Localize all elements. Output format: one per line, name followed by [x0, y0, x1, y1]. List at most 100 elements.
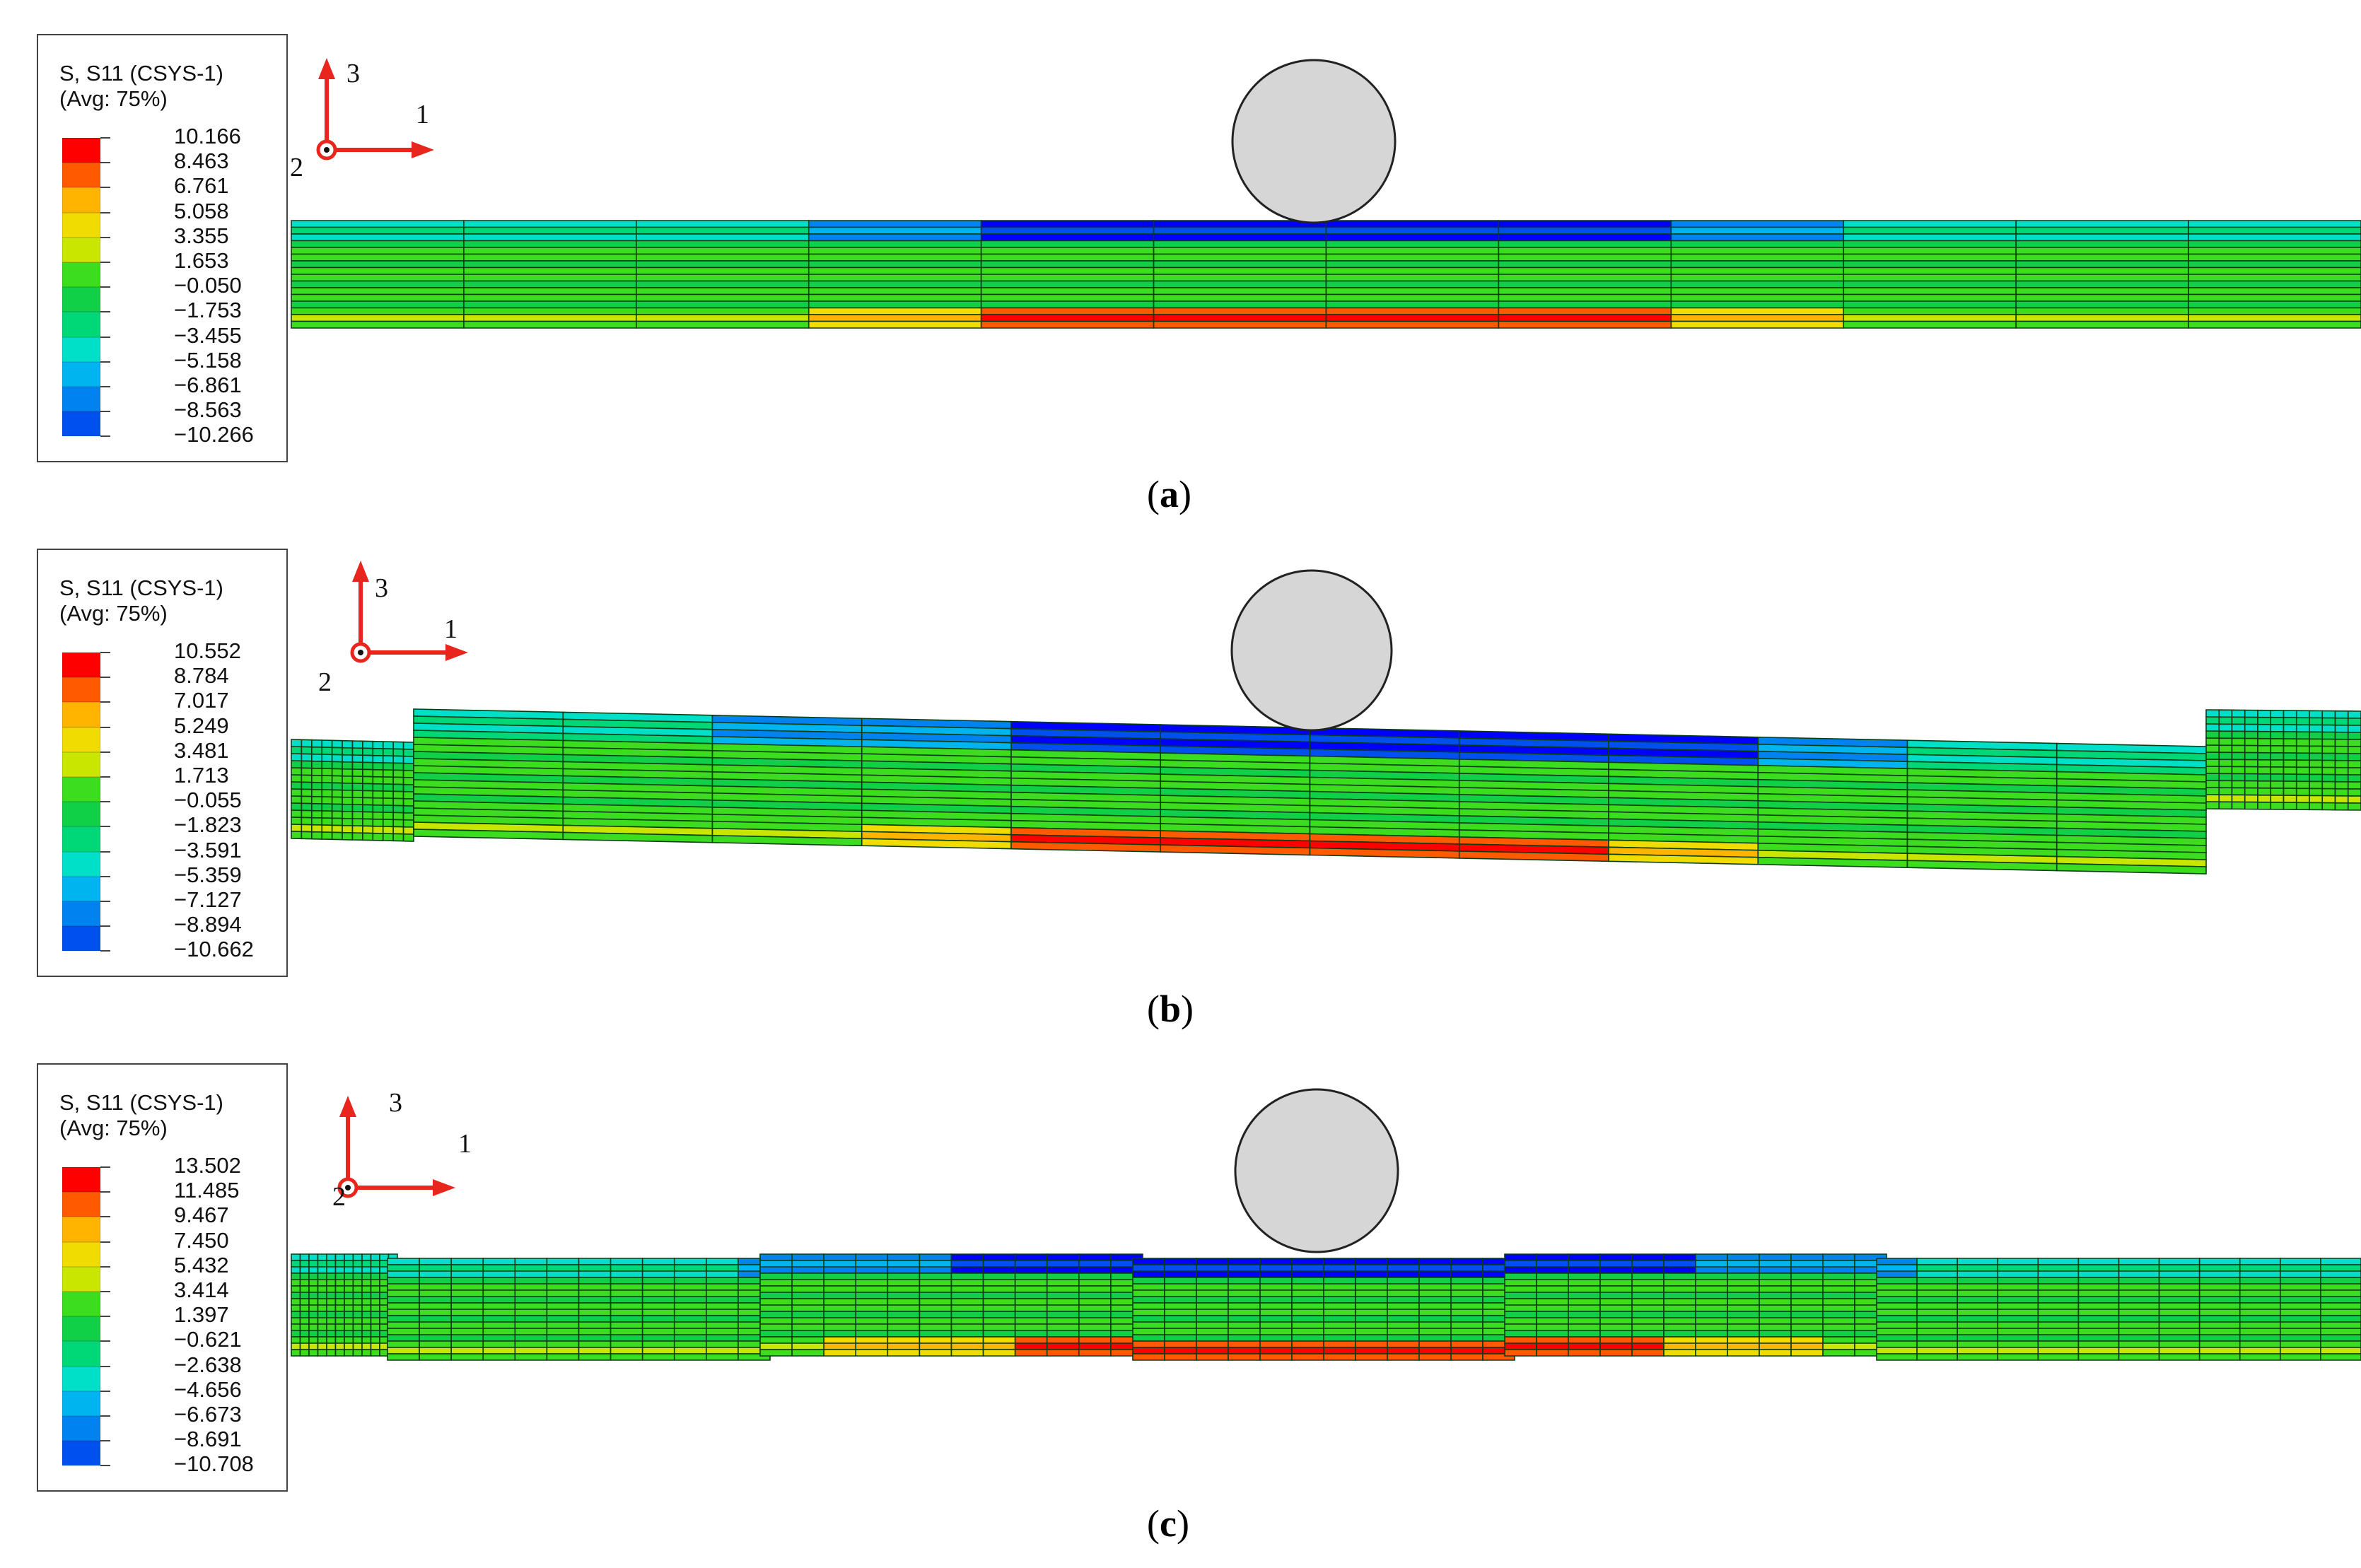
laminate-layer [1450, 1309, 1483, 1316]
legend-tick [100, 1365, 110, 1367]
laminate-layer [823, 1311, 857, 1318]
laminate-layer [1822, 1336, 1855, 1344]
laminate-layer [982, 1260, 1016, 1268]
laminate-layer [1132, 1347, 1165, 1355]
laminate-layer [2347, 774, 2361, 783]
laminate-layer [1727, 1330, 1760, 1338]
laminate-layer [2244, 709, 2258, 718]
laminate-layer [2239, 1296, 2281, 1304]
laminate-layer [1498, 260, 1672, 269]
laminate-layer [463, 287, 637, 296]
laminate-layer [361, 1279, 372, 1287]
laminate-layer [1153, 267, 1327, 275]
laminate-layer [2321, 752, 2336, 761]
laminate-layer [1323, 1309, 1356, 1316]
laminate-layer [419, 1340, 452, 1348]
laminate-layer [2077, 1353, 2120, 1361]
laminate-layer [1355, 1264, 1388, 1272]
laminate-layer [1323, 1340, 1356, 1348]
laminate-layer [2347, 725, 2361, 733]
laminate-layer [1164, 1270, 1197, 1278]
laminate-layer [823, 1285, 857, 1293]
laminate-layer [514, 1353, 548, 1361]
laminate-layer [808, 314, 982, 322]
laminate-layer [291, 1336, 301, 1344]
laminate-layer [291, 1323, 301, 1331]
laminate-layer [1259, 1289, 1293, 1297]
laminate-layer [2198, 1347, 2241, 1355]
laminate-layer [808, 274, 982, 282]
laminate-layer [1323, 1315, 1356, 1323]
laminate-layer [2280, 1334, 2321, 1342]
laminate-layer [514, 1277, 548, 1285]
laminate-layer [1663, 1349, 1696, 1357]
laminate-layer [1228, 1258, 1261, 1265]
laminate-layer [641, 1347, 675, 1355]
legend-tick [100, 1166, 110, 1168]
laminate-layer [372, 740, 384, 749]
laminate-layer [2037, 1289, 2080, 1297]
laminate-layer [2283, 717, 2297, 725]
laminate-layer [2280, 1347, 2321, 1355]
laminate-layer [791, 1311, 824, 1318]
laminate-layer [372, 776, 384, 785]
laminate-layer [2188, 253, 2361, 262]
laminate-layer [1916, 1258, 1958, 1265]
laminate-layer [326, 1272, 337, 1280]
laminate-layer [326, 1336, 337, 1344]
laminate-layer [808, 300, 982, 309]
laminate-layer [1196, 1302, 1229, 1310]
laminate-layer [2218, 773, 2233, 782]
laminate-layer [1014, 1336, 1048, 1344]
laminate-layer [344, 1317, 354, 1325]
laminate-layer [1631, 1304, 1665, 1312]
laminate-layer [673, 1321, 707, 1329]
laminate-layer [1631, 1311, 1665, 1318]
laminate-layer [392, 762, 404, 771]
laminate-layer [1418, 1334, 1452, 1342]
laminate-layer [1259, 1264, 1293, 1272]
laminate-layer [1450, 1289, 1483, 1297]
legend-color-swatch [62, 1316, 100, 1342]
legend-color-swatch [62, 802, 100, 827]
laminate-layer [980, 253, 1155, 262]
laminate-layer [2015, 220, 2189, 228]
laminate-layer [361, 1292, 372, 1299]
laminate-layer [291, 220, 465, 228]
laminate-layer [2118, 1328, 2160, 1335]
legend-value: 3.481 [174, 737, 229, 763]
laminate-layer [1504, 1323, 1537, 1331]
laminate-layer [578, 1270, 612, 1278]
laminate-layer [2270, 773, 2285, 782]
legend-tick [100, 677, 110, 679]
laminate-layer [463, 293, 637, 302]
laminate-layer [1504, 1330, 1537, 1338]
laminate-layer [1078, 1349, 1112, 1357]
laminate-layer [351, 776, 363, 785]
laminate-layer [2015, 247, 2189, 255]
laminate-layer [1843, 314, 2017, 322]
laminate-layer [1790, 1260, 1824, 1268]
legend-value: −4.656 [174, 1376, 242, 1402]
laminate-layer [1727, 1253, 1760, 1261]
laminate-layer [610, 1296, 643, 1304]
laminate-layer [362, 761, 374, 771]
laminate-layer [2309, 745, 2324, 754]
laminate-layer [291, 1330, 301, 1338]
axis-label-1: 1 [458, 1129, 472, 1159]
laminate-layer [334, 1317, 345, 1325]
laminate-layer [1291, 1353, 1324, 1361]
laminate-layer [2231, 730, 2246, 739]
laminate-layer [1876, 1258, 1918, 1265]
laminate-layer [1291, 1309, 1324, 1316]
laminate-layer [362, 783, 374, 792]
laminate-layer [317, 1349, 327, 1357]
laminate-layer [982, 1298, 1016, 1306]
laminate-layer [855, 1349, 889, 1357]
laminate-layer [450, 1264, 484, 1272]
laminate-layer [2077, 1347, 2120, 1355]
laminate-layer [2280, 1353, 2321, 1361]
laminate-layer [1759, 1311, 1792, 1318]
laminate-layer [2188, 320, 2361, 329]
laminate-layer [1259, 1296, 1293, 1304]
